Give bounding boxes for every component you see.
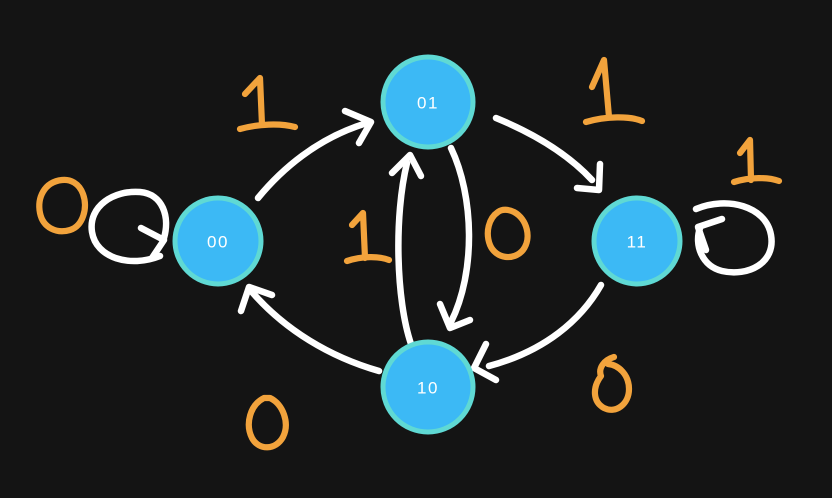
- glyph-zero: [245, 394, 289, 451]
- edge-10-to-00-arrowhead: [237, 283, 276, 315]
- state-node-00[interactable]: 00: [172, 195, 264, 287]
- state-node-01-label: 01: [417, 94, 439, 113]
- transition-label-01-10[interactable]: [484, 206, 531, 261]
- edge-11-to-10[interactable]: [470, 281, 605, 384]
- edge-01-to-11-path: [492, 114, 596, 184]
- state-node-01[interactable]: 01: [380, 54, 476, 150]
- edge-10-to-01-path: [395, 159, 415, 348]
- state-node-10-label: 10: [417, 379, 439, 398]
- transition-label-01-11[interactable]: [582, 56, 646, 126]
- edge-10-to-01[interactable]: [388, 151, 425, 348]
- state-node-01-fill: [382, 56, 474, 148]
- glyph-zero: [591, 353, 633, 413]
- edge-10-to-00[interactable]: [237, 283, 383, 375]
- glyph-zero: [36, 176, 88, 235]
- edge-01-to-10[interactable]: [436, 144, 474, 332]
- state-node-00-fill: [174, 197, 262, 285]
- edge-00-to-01[interactable]: [254, 107, 375, 202]
- edge-11-to-10-path: [485, 281, 605, 370]
- transition-label-11-10[interactable]: [591, 353, 633, 413]
- glyph-one: [236, 74, 299, 133]
- state-node-11-label: 11: [627, 233, 648, 252]
- edge-00-to-00-path: [88, 188, 170, 265]
- glyph-zero: [484, 206, 531, 261]
- transition-label-00-01[interactable]: [236, 74, 299, 133]
- transition-label-00-00[interactable]: [36, 176, 88, 235]
- transition-label-10-00[interactable]: [245, 394, 289, 451]
- edge-11-to-11-path: [692, 200, 775, 276]
- transition-label-10-01[interactable]: [343, 209, 393, 265]
- state-node-10[interactable]: 10: [380, 339, 476, 435]
- edge-00-to-00[interactable]: [88, 188, 170, 265]
- edge-01-to-11-arrowhead: [573, 160, 604, 194]
- edge-00-to-00-arrowhead: [137, 224, 168, 262]
- edge-01-to-11[interactable]: [492, 114, 604, 194]
- state-node-11-ring: [591, 195, 683, 287]
- glyph-one: [730, 136, 783, 186]
- edge-11-to-11[interactable]: [692, 200, 775, 276]
- glyph-one: [343, 209, 393, 265]
- edge-11-to-11-arrowhead: [694, 215, 726, 254]
- glyph-one: [582, 56, 646, 126]
- edge-10-to-01-arrowhead: [388, 151, 425, 180]
- edge-00-to-01-arrowhead: [341, 107, 375, 147]
- edge-01-to-10-path: [447, 144, 473, 326]
- state-node-11-fill: [593, 197, 681, 285]
- state-node-00-label: 00: [207, 233, 229, 252]
- transition-label-11-11[interactable]: [730, 136, 783, 186]
- edge-10-to-00-path: [248, 288, 383, 375]
- state-node-00-ring: [172, 195, 264, 287]
- edge-11-to-10-arrowhead: [470, 340, 500, 384]
- state-node-01-ring: [380, 54, 476, 150]
- edge-01-to-10-arrowhead: [436, 300, 474, 332]
- state-node-11[interactable]: 11: [591, 195, 683, 287]
- edge-00-to-01-path: [254, 119, 371, 202]
- state-node-10-fill: [382, 341, 474, 433]
- state-node-10-ring: [380, 339, 476, 435]
